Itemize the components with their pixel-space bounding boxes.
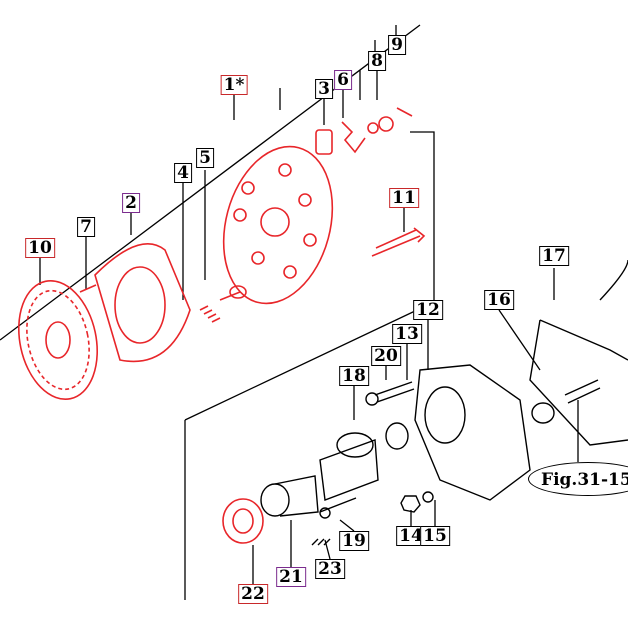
part-label-6[interactable]: 6 [334, 70, 352, 90]
part-label-14[interactable]: 14 [396, 526, 426, 546]
part-label-7[interactable]: 7 [77, 217, 95, 237]
part-label-9[interactable]: 9 [388, 35, 406, 55]
part-label-21[interactable]: 21 [276, 567, 306, 587]
figure-reference-link[interactable]: Fig.31-15 [528, 462, 628, 496]
part-label-22[interactable]: 22 [238, 584, 268, 604]
housing-parts-black [260, 259, 628, 546]
part-label-3[interactable]: 3 [315, 79, 333, 99]
part-label-20[interactable]: 20 [371, 346, 401, 366]
part-label-18[interactable]: 18 [339, 366, 369, 386]
part-label-10[interactable]: 10 [25, 238, 55, 258]
part-label-4[interactable]: 4 [174, 163, 192, 183]
part-label-5[interactable]: 5 [196, 148, 214, 168]
part-label-11[interactable]: 11 [389, 188, 419, 208]
part-label-17[interactable]: 17 [539, 246, 569, 266]
part-label-19[interactable]: 19 [339, 531, 369, 551]
part-label-12[interactable]: 12 [413, 300, 443, 320]
part-label-16[interactable]: 16 [484, 290, 514, 310]
part-label-2[interactable]: 2 [122, 193, 140, 213]
leader-lines [0, 24, 579, 600]
part-label-23[interactable]: 23 [315, 559, 345, 579]
clutch-parts-red [17, 107, 426, 544]
part-label-1[interactable]: 1* [220, 75, 248, 95]
part-label-15[interactable]: 15 [420, 526, 450, 546]
part-label-8[interactable]: 8 [368, 51, 386, 71]
part-label-13[interactable]: 13 [392, 324, 422, 344]
